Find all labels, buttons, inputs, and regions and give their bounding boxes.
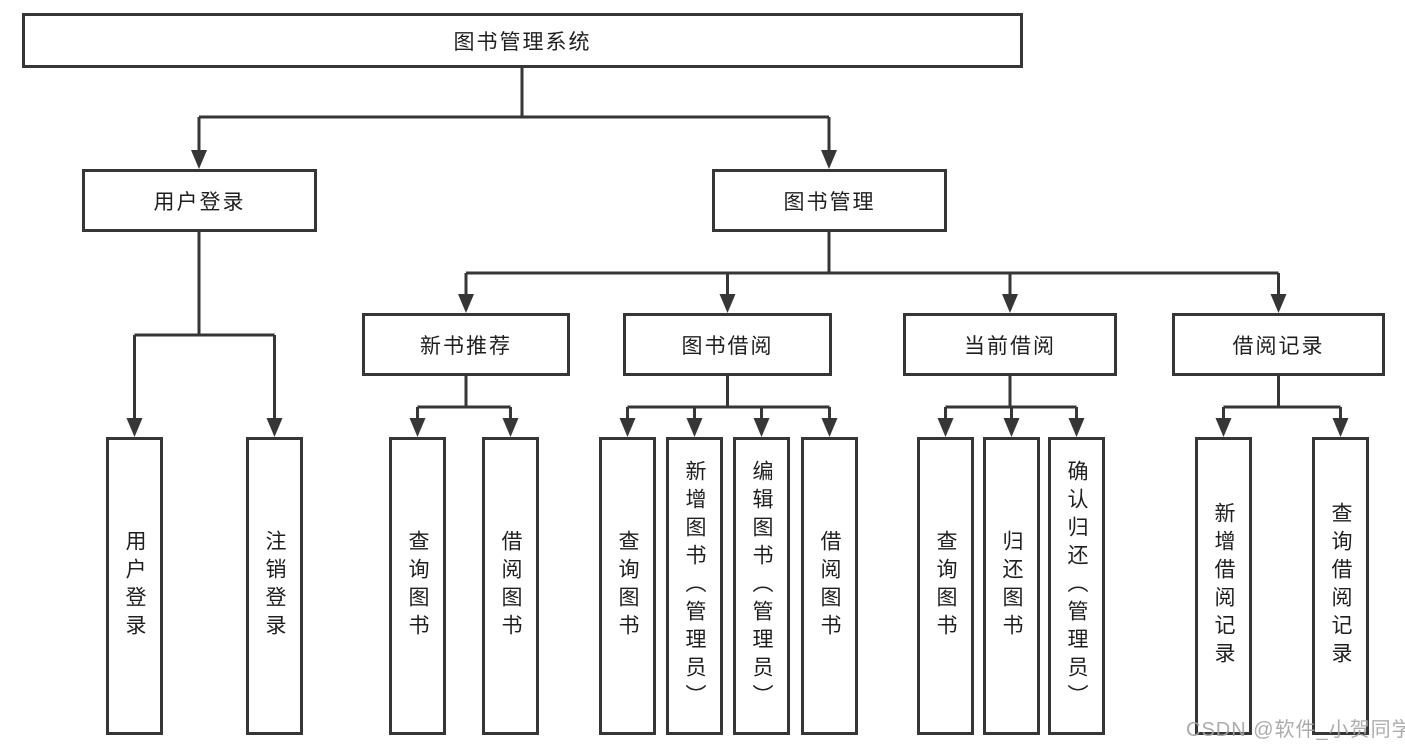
leaf-query-borrow-record: 查询借阅记录 — [1312, 437, 1369, 735]
leaf-edit-books-admin-label: 编辑图书（管理员） — [750, 460, 773, 712]
node-current-borrowing: 当前借阅 — [903, 313, 1117, 376]
leaf-confirm-return-admin-label: 确认归还（管理员） — [1065, 460, 1088, 712]
leaf-query-books-1-label: 查询图书 — [406, 530, 429, 642]
node-borrowing-records: 借阅记录 — [1172, 313, 1385, 376]
leaf-borrow-books-2: 借阅图书 — [801, 437, 858, 735]
leaf-logout: 注销登录 — [246, 437, 303, 735]
node-book-management: 图书管理 — [712, 169, 947, 232]
node-library-management-system: 图书管理系统 — [22, 13, 1023, 68]
leaf-borrow-books-2-label: 借阅图书 — [818, 530, 841, 642]
leaf-borrow-books-1: 借阅图书 — [482, 437, 539, 735]
node-user-login: 用户登录 — [82, 169, 317, 232]
leaf-query-books-3: 查询图书 — [917, 437, 974, 735]
node-new-book-recommendation: 新书推荐 — [362, 313, 570, 376]
leaf-query-books-1: 查询图书 — [389, 437, 446, 735]
leaf-add-books-admin-label: 新增图书（管理员） — [683, 460, 706, 712]
node-book-borrowing: 图书借阅 — [623, 313, 832, 376]
leaf-logout-label: 注销登录 — [263, 530, 286, 642]
leaf-query-books-3-label: 查询图书 — [934, 530, 957, 642]
leaf-confirm-return-admin: 确认归还（管理员） — [1048, 437, 1105, 735]
leaf-query-books-2-label: 查询图书 — [616, 530, 639, 642]
leaf-add-borrow-record-label: 新增借阅记录 — [1212, 502, 1235, 670]
leaf-add-books-admin: 新增图书（管理员） — [666, 437, 723, 735]
leaf-edit-books-admin: 编辑图书（管理员） — [733, 437, 790, 735]
leaf-query-books-2: 查询图书 — [599, 437, 656, 735]
leaf-return-books: 归还图书 — [983, 437, 1040, 735]
leaf-user-login-label: 用户登录 — [123, 530, 146, 642]
leaf-borrow-books-1-label: 借阅图书 — [499, 530, 522, 642]
leaf-user-login: 用户登录 — [106, 437, 163, 735]
leaf-query-borrow-record-label: 查询借阅记录 — [1329, 502, 1352, 670]
leaf-return-books-label: 归还图书 — [1000, 530, 1023, 642]
leaf-add-borrow-record: 新增借阅记录 — [1195, 437, 1252, 735]
csdn-watermark: CSDN @软件_小贺同学 — [1186, 719, 1405, 741]
